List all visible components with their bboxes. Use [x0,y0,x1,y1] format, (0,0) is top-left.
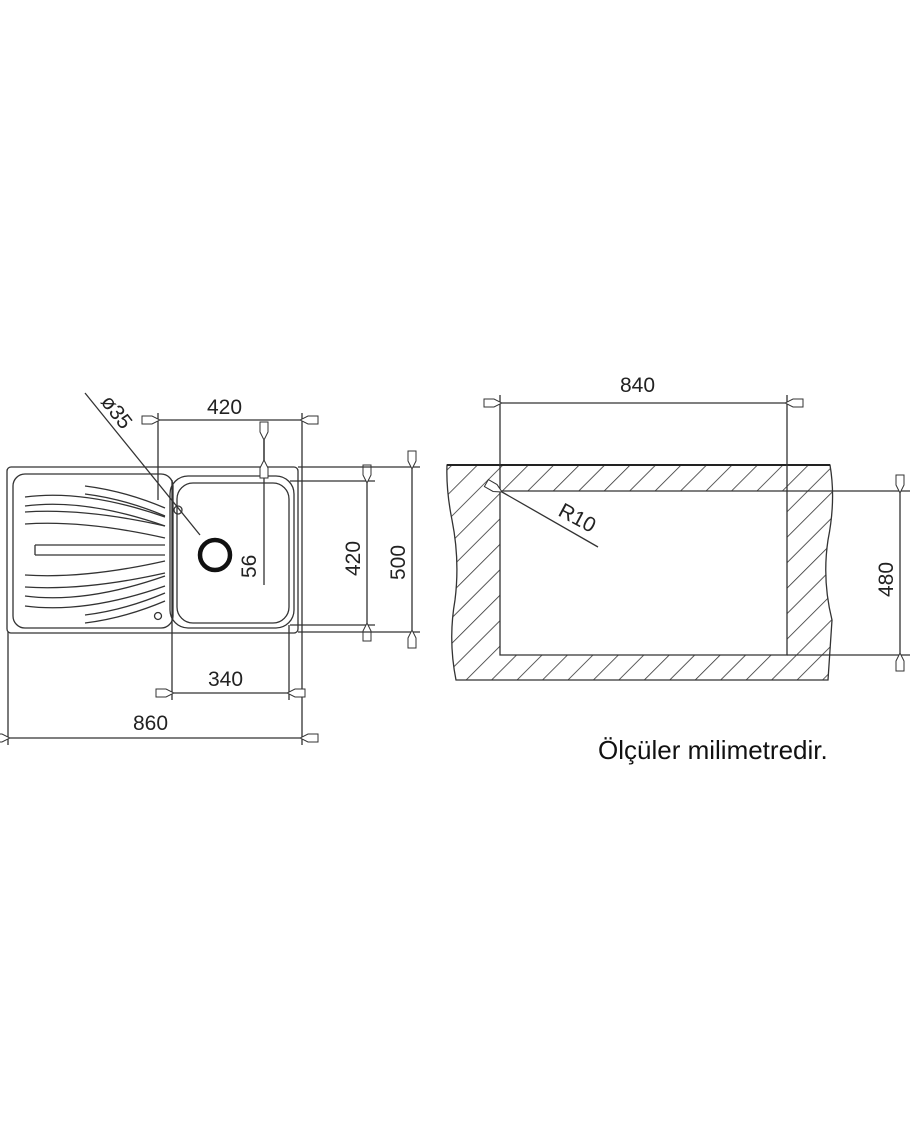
dim-cutout-depth: 480 [875,562,898,597]
dim-tap-hole: ø35 [96,391,136,434]
bowl-inner [176,482,290,624]
dim-corner-radius: R10 [555,499,600,537]
countertop-hatched [446,464,834,681]
dim-bowl-overall-width: 420 [207,396,242,419]
dim-overall-depth: 500 [387,545,410,580]
dim-bowl-depth: 420 [342,541,365,576]
tap-hole-icon [173,505,183,515]
dim-bowl-inner-width: 340 [208,668,243,691]
drain-icon [197,537,233,573]
dim-drain-offset: 56 [238,555,261,578]
sink-plan-view: ø35 420 56 420 500 340 860 [7,391,420,745]
overflow-icon [153,611,163,621]
dim-cutout-width: 840 [620,374,655,397]
units-caption: Ölçüler milimetredir. [598,735,828,765]
drainer-grooves [24,485,166,624]
bowl-outer [169,475,295,629]
dim-overall-width: 860 [133,712,168,735]
cutout-view: 840 480 R10 [446,374,910,681]
sink-outline [6,466,299,634]
drainer-outline [12,473,174,629]
